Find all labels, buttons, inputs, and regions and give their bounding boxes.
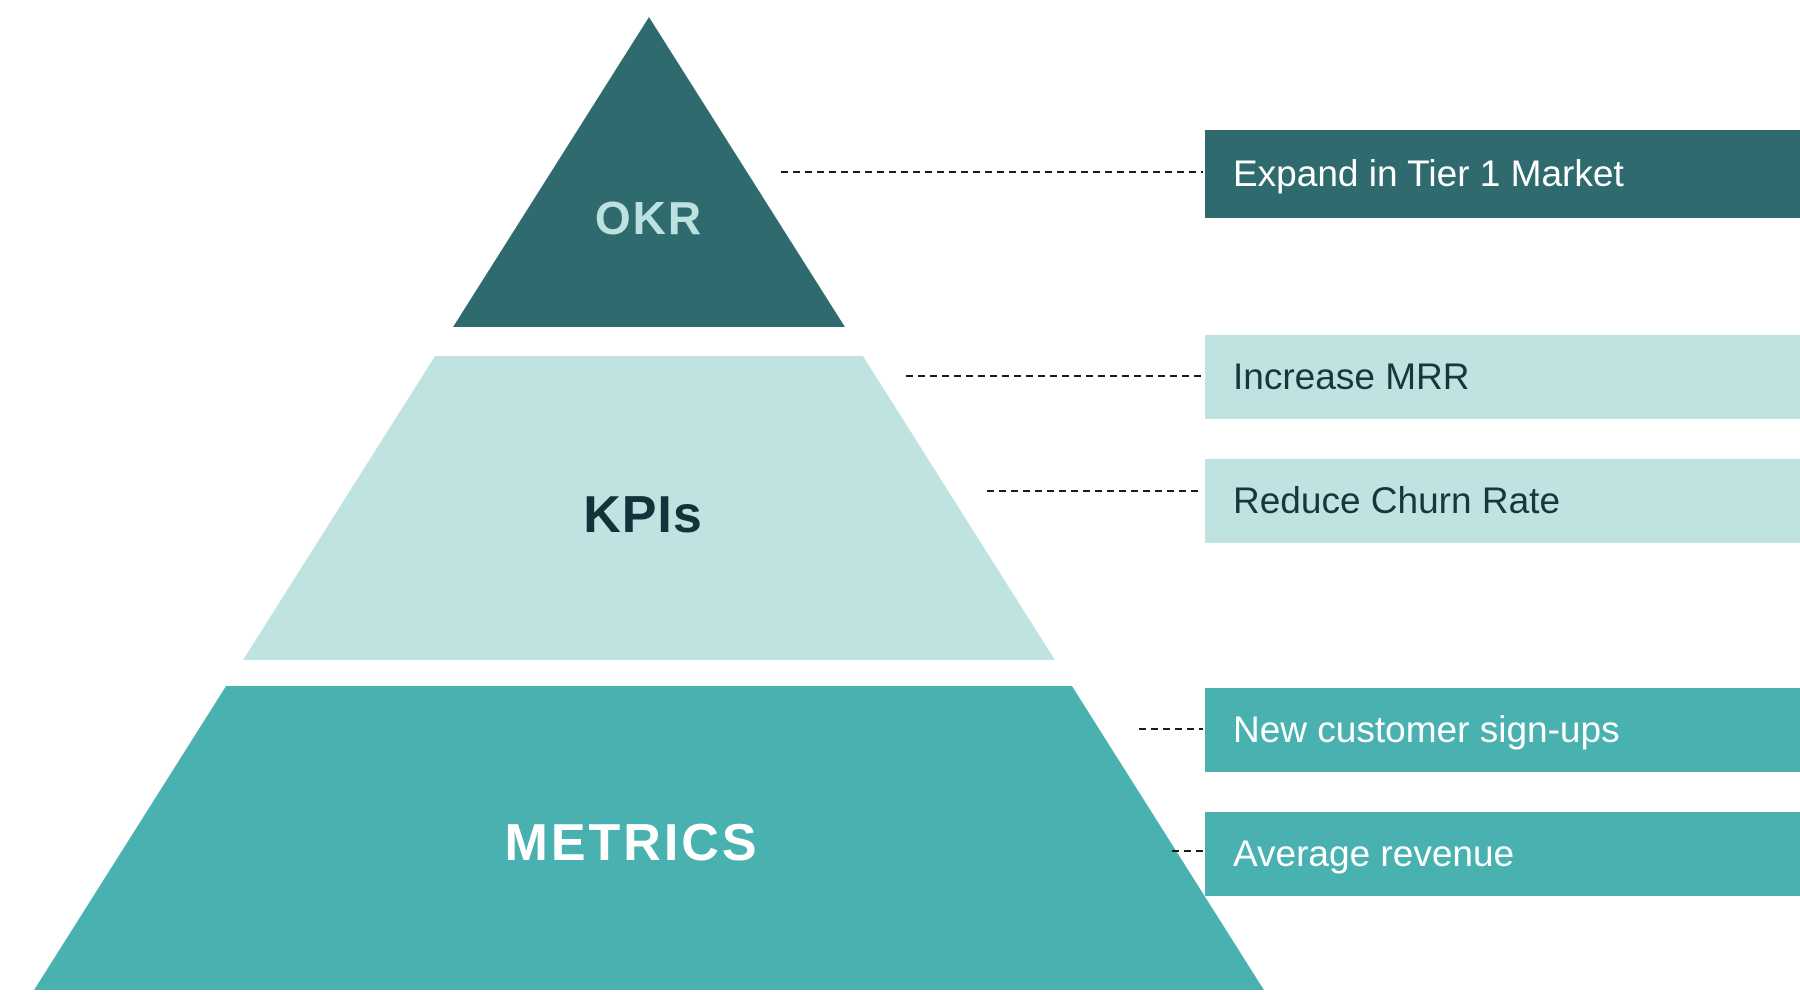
- callout-increase-mrr: Increase MRR: [1205, 335, 1800, 419]
- callout-expand-tier-1-market: Expand in Tier 1 Market: [1205, 130, 1800, 218]
- tier-label-metrics: METRICS: [504, 814, 760, 872]
- pyramid-tier-okr-shape: [453, 17, 845, 327]
- tier-label-okr: OKR: [594, 192, 704, 244]
- callout-new-customer-sign-ups: New customer sign-ups: [1205, 688, 1800, 772]
- callout-average-revenue: Average revenue: [1205, 812, 1800, 896]
- pyramid-tier-metrics-shape: [34, 686, 1264, 990]
- callout-reduce-churn-rate: Reduce Churn Rate: [1205, 459, 1800, 543]
- tier-label-kpis: KPIs: [583, 486, 703, 544]
- pyramid-tier-kpis-shape: [243, 356, 1055, 660]
